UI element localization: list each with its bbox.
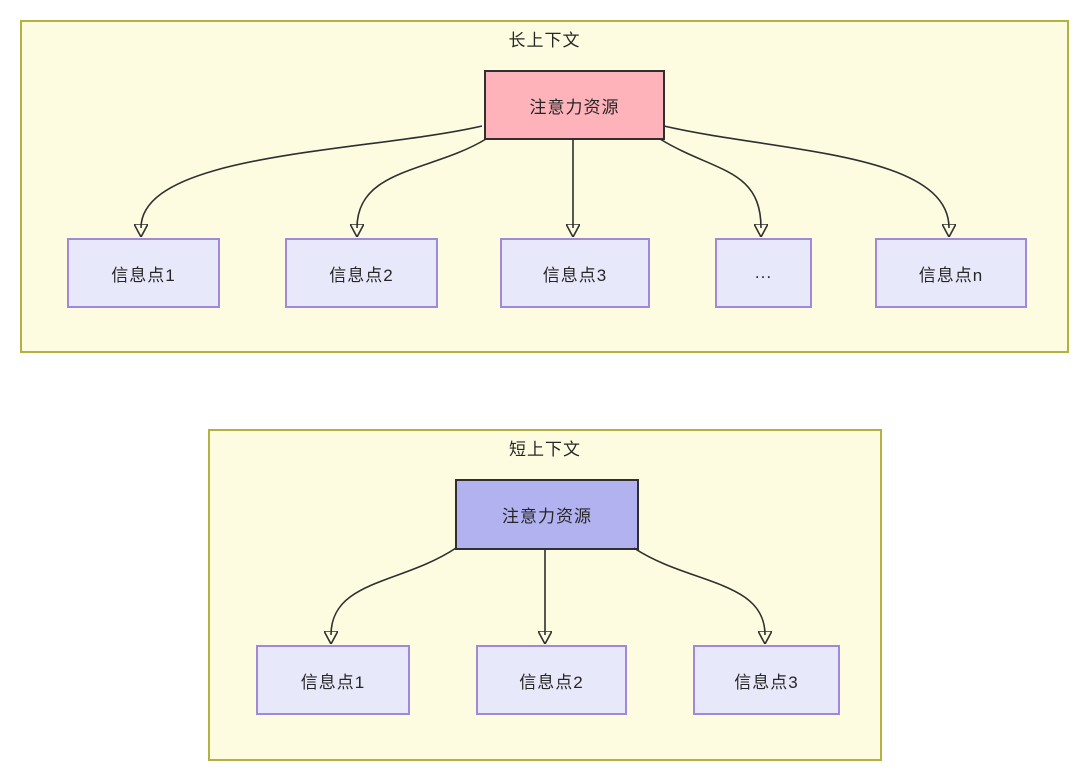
- short-info-label-2: 信息点2: [519, 672, 584, 692]
- long-info-box-n: 信息点n: [875, 238, 1027, 308]
- long-info-box-1: 信息点1: [67, 238, 220, 308]
- short-context-title: 短上下文: [509, 440, 581, 459]
- long-info-label-1: 信息点1: [111, 265, 176, 285]
- long-info-box-2: 信息点2: [285, 238, 438, 308]
- long-attention-label: 注意力资源: [529, 97, 620, 117]
- short-attention-box: 注意力资源: [455, 479, 639, 550]
- long-info-label-ellipsis: ...: [754, 263, 773, 282]
- long-info-label-n: 信息点n: [918, 265, 984, 285]
- short-info-label-3: 信息点3: [734, 672, 799, 692]
- long-info-box-3: 信息点3: [500, 238, 650, 308]
- long-context-title: 长上下文: [508, 31, 581, 50]
- long-context-frame: 长上下文 注意力资源 信息点1 信息点2 信息点3 ... 信息点n: [20, 20, 1069, 353]
- short-context-frame: 短上下文 注意力资源 信息点1 信息点2 信息点3: [208, 429, 882, 761]
- short-info-box-3: 信息点3: [693, 645, 840, 715]
- long-info-label-3: 信息点3: [542, 265, 608, 285]
- short-info-box-2: 信息点2: [476, 645, 627, 715]
- long-info-label-2: 信息点2: [329, 265, 394, 285]
- short-info-box-1: 信息点1: [256, 645, 410, 715]
- long-info-box-ellipsis: ...: [715, 238, 812, 308]
- short-info-label-1: 信息点1: [300, 672, 366, 692]
- long-attention-box: 注意力资源: [484, 70, 665, 140]
- short-attention-label: 注意力资源: [502, 507, 592, 526]
